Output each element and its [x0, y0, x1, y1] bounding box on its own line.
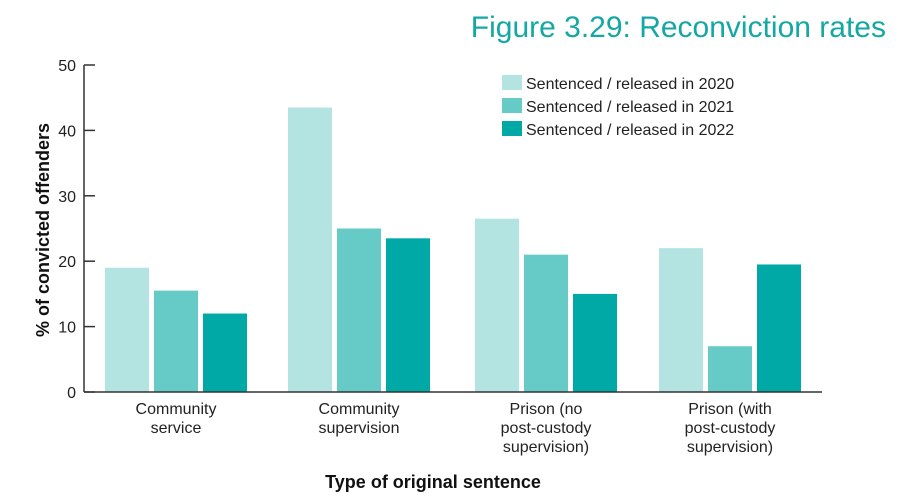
- bar: [659, 248, 703, 392]
- bar: [337, 228, 381, 392]
- x-axis-label: Type of original sentence: [325, 472, 541, 492]
- y-tick-label: 50: [58, 58, 76, 75]
- bar: [203, 313, 247, 392]
- category-label-line: service: [151, 420, 202, 437]
- category-label-line: supervision: [319, 420, 400, 437]
- bar: [757, 264, 801, 392]
- y-tick-label: 0: [67, 385, 76, 402]
- category-label-line: Community: [319, 401, 400, 418]
- bar: [524, 254, 568, 392]
- y-tick-label: 10: [58, 320, 76, 337]
- y-tick-label: 40: [58, 123, 76, 140]
- legend-label: Sentenced / released in 2021: [526, 99, 734, 116]
- legend-label: Sentenced / released in 2022: [526, 122, 734, 139]
- category-label: Community supervision: [319, 401, 400, 437]
- y-tick-label: 20: [58, 254, 76, 271]
- y-axis-label: % of convicted offenders: [33, 123, 53, 337]
- bar: [154, 290, 198, 392]
- bar: [288, 107, 332, 392]
- legend-swatch: [502, 75, 522, 90]
- category-label-line: Prison (with: [688, 401, 772, 418]
- bar: [475, 218, 519, 392]
- bar: [573, 293, 617, 392]
- legend-label: Sentenced / released in 2020: [526, 76, 734, 93]
- category-label-line: Prison (no: [510, 401, 583, 418]
- category-label-line: Community: [136, 401, 217, 418]
- bar: [386, 238, 430, 392]
- legend-swatch: [502, 98, 522, 113]
- category-label-line: supervision): [503, 439, 589, 456]
- category-label-line: post-custody: [501, 420, 592, 437]
- category-label-line: post-custody: [685, 420, 776, 437]
- legend-swatch: [502, 121, 522, 136]
- category-label: Prison (no post-custody supervision): [501, 401, 592, 456]
- category-label: Prison (with post-custody supervision): [685, 401, 776, 456]
- category-label: Community service: [136, 401, 217, 437]
- chart-title: Figure 3.29: Reconviction rates: [471, 11, 886, 44]
- y-tick-label: 30: [58, 189, 76, 206]
- bar: [708, 346, 752, 392]
- category-label-line: supervision): [687, 439, 773, 456]
- bar: [105, 267, 149, 392]
